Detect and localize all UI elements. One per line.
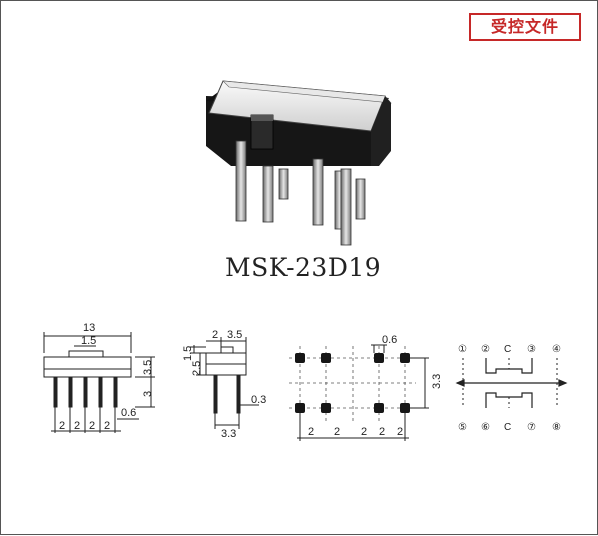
side-pin-thickness: 0.3 (251, 394, 266, 406)
pcb-row-spacing: 3.3 (431, 374, 443, 389)
side-view (190, 337, 259, 429)
pcb-pitch-2: 2 (334, 426, 340, 438)
pcb-pitch-5: 2 (397, 426, 403, 438)
front-pitch-3: 2 (89, 420, 95, 432)
side-pin-spacing: 3.3 (221, 428, 236, 440)
front-pitch-4: 2 (104, 420, 110, 432)
front-pitch-1: 2 (59, 420, 65, 432)
pcb-pitch-1: 2 (308, 426, 314, 438)
side-top-width: 2 (212, 329, 218, 341)
front-view (43, 332, 155, 433)
pcb-pitch-4: 2 (379, 426, 385, 438)
front-overall-width: 13 (83, 322, 95, 334)
schematic-common-top: C (504, 344, 511, 355)
schematic-pin-5: ⑤ (458, 422, 467, 433)
schematic (455, 358, 568, 408)
model-number: MSK-23D19 (225, 253, 382, 282)
schematic-pin-2: ② (481, 344, 490, 355)
schematic-pin-7: ⑦ (527, 422, 536, 433)
schematic-pin-1: ① (458, 344, 467, 355)
pcb-pitch-3: 2 (361, 426, 367, 438)
side-body-height: 2.5 (191, 361, 203, 376)
side-overall-depth: 3.5 (227, 329, 242, 341)
controlled-document-stamp: 受控文件 (469, 13, 581, 41)
front-body-height: 3.5 (142, 360, 154, 375)
side-knob-height: 1.5 (182, 346, 194, 361)
schematic-pin-6: ⑥ (481, 422, 490, 433)
front-pin-offset: 0.6 (121, 407, 136, 419)
schematic-pin-3: ③ (527, 344, 536, 355)
schematic-pin-4: ④ (552, 344, 561, 355)
pcb-layout (289, 344, 429, 441)
pcb-pad-width: 0.6 (382, 334, 397, 346)
front-pitch-2: 2 (74, 420, 80, 432)
front-pin-length: 3 (142, 391, 154, 397)
schematic-pin-8: ⑧ (552, 422, 561, 433)
front-slide-width: 1.5 (81, 335, 96, 347)
schematic-common-bottom: C (504, 422, 511, 433)
